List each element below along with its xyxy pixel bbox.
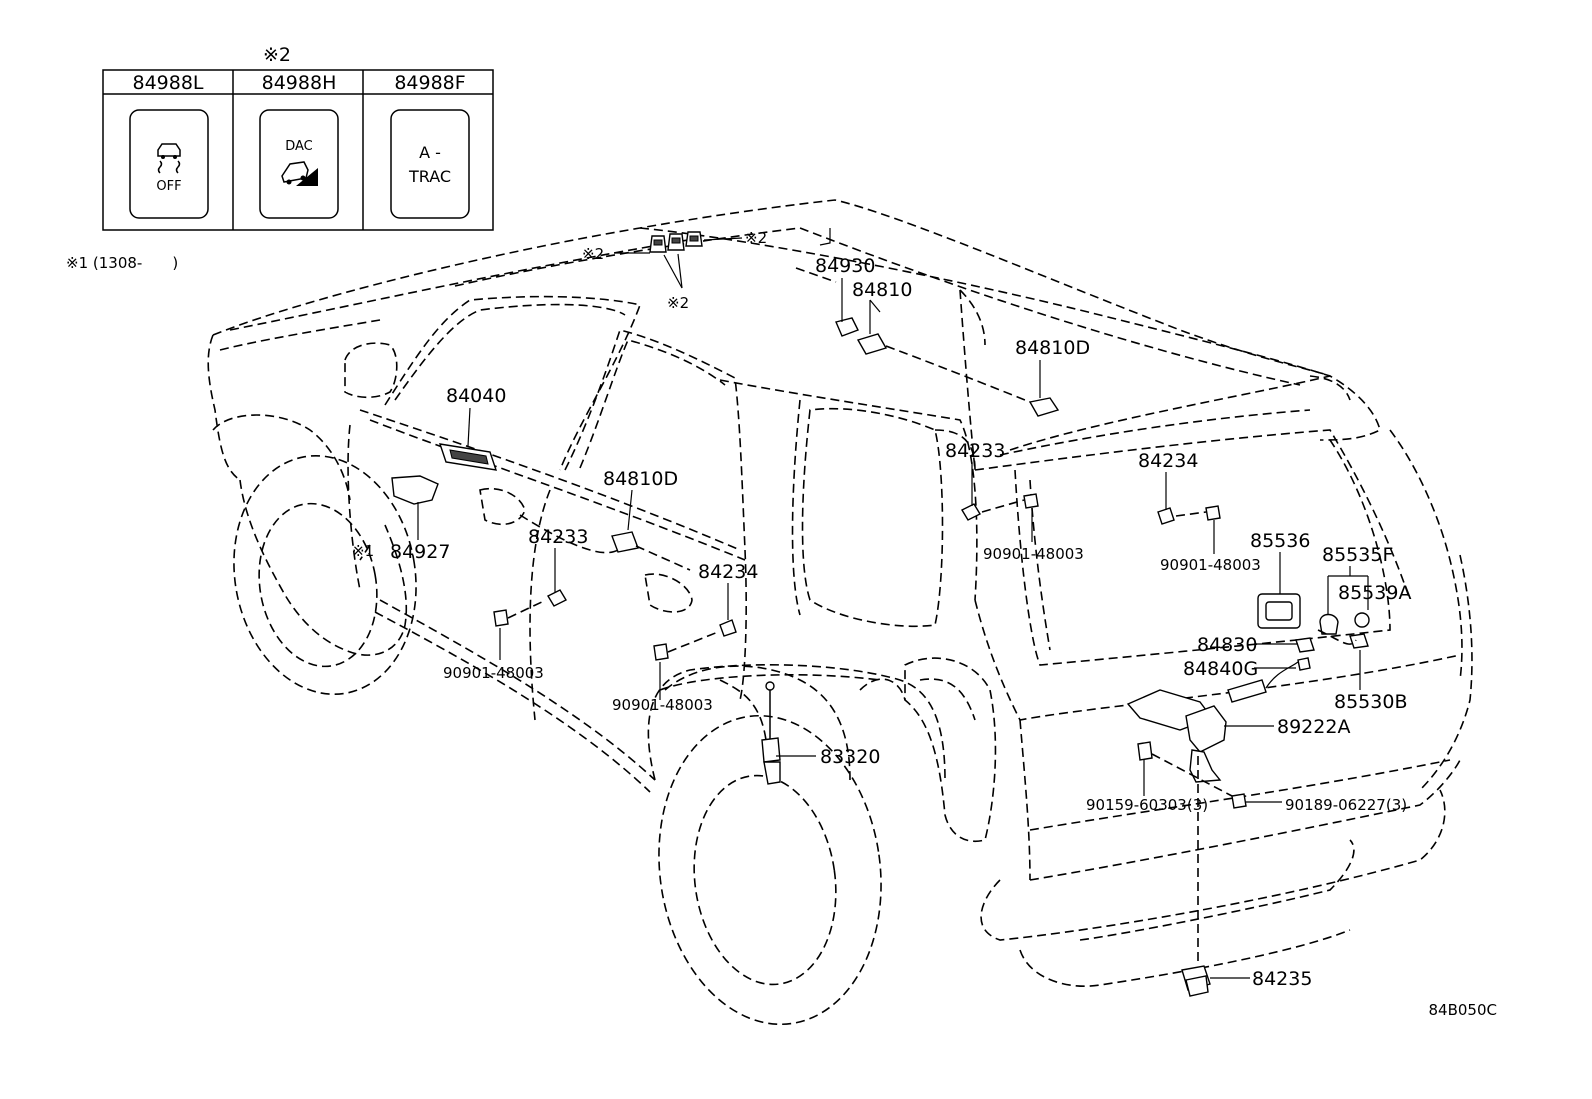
part-84810d-roof-shape — [1028, 397, 1060, 417]
part-84810d-door-shape — [611, 531, 639, 553]
part-84233-front-shape — [547, 589, 567, 607]
callout-85539a: 85539A — [1338, 582, 1411, 604]
callout-84233-rear: 84233 — [945, 440, 1005, 462]
a-trac-text-icon: A - TRAC — [408, 143, 451, 186]
part-85530b-shape — [1349, 633, 1369, 649]
callout-89222a: 89222A — [1277, 716, 1350, 738]
part-84927-shape — [391, 475, 439, 505]
dac-label: DAC — [285, 139, 313, 154]
traction-off-label: OFF — [156, 179, 181, 194]
switch-panel-note-mark: ※2 — [263, 44, 291, 66]
bolt-90159-shape — [1137, 741, 1153, 761]
traction-off-switch: OFF — [129, 109, 209, 219]
callout-84810: 84810 — [852, 279, 912, 301]
note-1: ※1 (1308- ) — [66, 254, 178, 272]
dac-switch: DAC — [259, 109, 339, 219]
callout-84810d-roof: 84810D — [1015, 337, 1090, 359]
callout-90159-60303: 90159-60303(3) — [1086, 796, 1208, 814]
leader-lines — [359, 228, 1369, 979]
vehicle-outline — [207, 199, 1473, 1026]
switch-part-84988L: 84988L — [132, 72, 203, 94]
part-85539a-shape — [1354, 612, 1370, 628]
callout-85536: 85536 — [1250, 530, 1310, 552]
callout-90901-48003-body-left: 90901-48003 — [983, 545, 1084, 563]
callout-84830: 84830 — [1197, 634, 1257, 656]
part-84930-shape — [835, 317, 859, 337]
callout-84234-front: 84234 — [698, 561, 758, 583]
bolt-90901-a-shape — [493, 609, 509, 627]
bolt-90901-d-shape — [1205, 505, 1221, 521]
callout-85530b: 85530B — [1334, 691, 1407, 713]
diagram-code: 84B050C — [1429, 1001, 1497, 1019]
note-mark-1-door: ※1 — [352, 542, 374, 560]
switch-part-84988F: 84988F — [394, 72, 465, 94]
part-84830-shape — [1295, 637, 1315, 653]
callout-84233-front: 84233 — [528, 526, 588, 548]
callouts: ※2 ※2 ※2 ※1 84930 84810 84810D 84040 849… — [352, 229, 1497, 1019]
note-mark-2-right: ※2 — [745, 229, 767, 247]
clip-90189-shape — [1231, 793, 1247, 809]
callout-90189-06227: 90189-06227(3) — [1285, 796, 1407, 814]
part-84233-rear-shape — [961, 503, 981, 521]
part-83320-shape — [761, 737, 781, 763]
part-89222a-shape — [1185, 705, 1227, 753]
callout-84040: 84040 — [446, 385, 506, 407]
bolt-90901-c-shape — [1023, 493, 1039, 509]
downhill-assist-control-icon — [281, 161, 318, 186]
callout-90901-48003-front-door: 90901-48003 — [443, 664, 544, 682]
overhead-switches — [649, 231, 703, 253]
a-trac-label-line2: TRAC — [408, 167, 451, 186]
part-84234-rear-shape — [1157, 507, 1175, 525]
traction-control-off-icon — [157, 143, 181, 174]
a-trac-switch: A - TRAC — [390, 109, 470, 219]
part-85535f-shape — [1319, 613, 1339, 635]
note-mark-2-left: ※2 — [582, 245, 604, 263]
callout-90901-48003-rear-door: 90901-48003 — [612, 696, 713, 714]
callout-83320: 83320 — [820, 746, 880, 768]
callout-85535f: 85535F — [1322, 544, 1393, 566]
switch-panel-frame — [102, 69, 494, 231]
switch-part-84988H: 84988H — [262, 72, 337, 94]
callout-84930: 84930 — [815, 255, 875, 277]
callout-90901-48003-body-right: 90901-48003 — [1160, 556, 1261, 574]
a-trac-label-line1: A - — [419, 143, 441, 162]
part-84810-shape — [856, 333, 888, 355]
callout-84235: 84235 — [1252, 968, 1312, 990]
callout-84927: 84927 — [390, 541, 450, 563]
switch-panel: ※2 84988L 84988H 84988F OFF DAC — [102, 44, 494, 231]
part-84840g-shape — [1227, 679, 1267, 703]
callout-84840g: 84840G — [1183, 658, 1258, 680]
callout-84234-rear: 84234 — [1138, 450, 1198, 472]
callout-84810d-door: 84810D — [603, 468, 678, 490]
bolt-90901-b-shape — [653, 643, 669, 661]
note-mark-2-bottom: ※2 — [667, 294, 689, 312]
part-84234-front-shape — [719, 619, 737, 637]
